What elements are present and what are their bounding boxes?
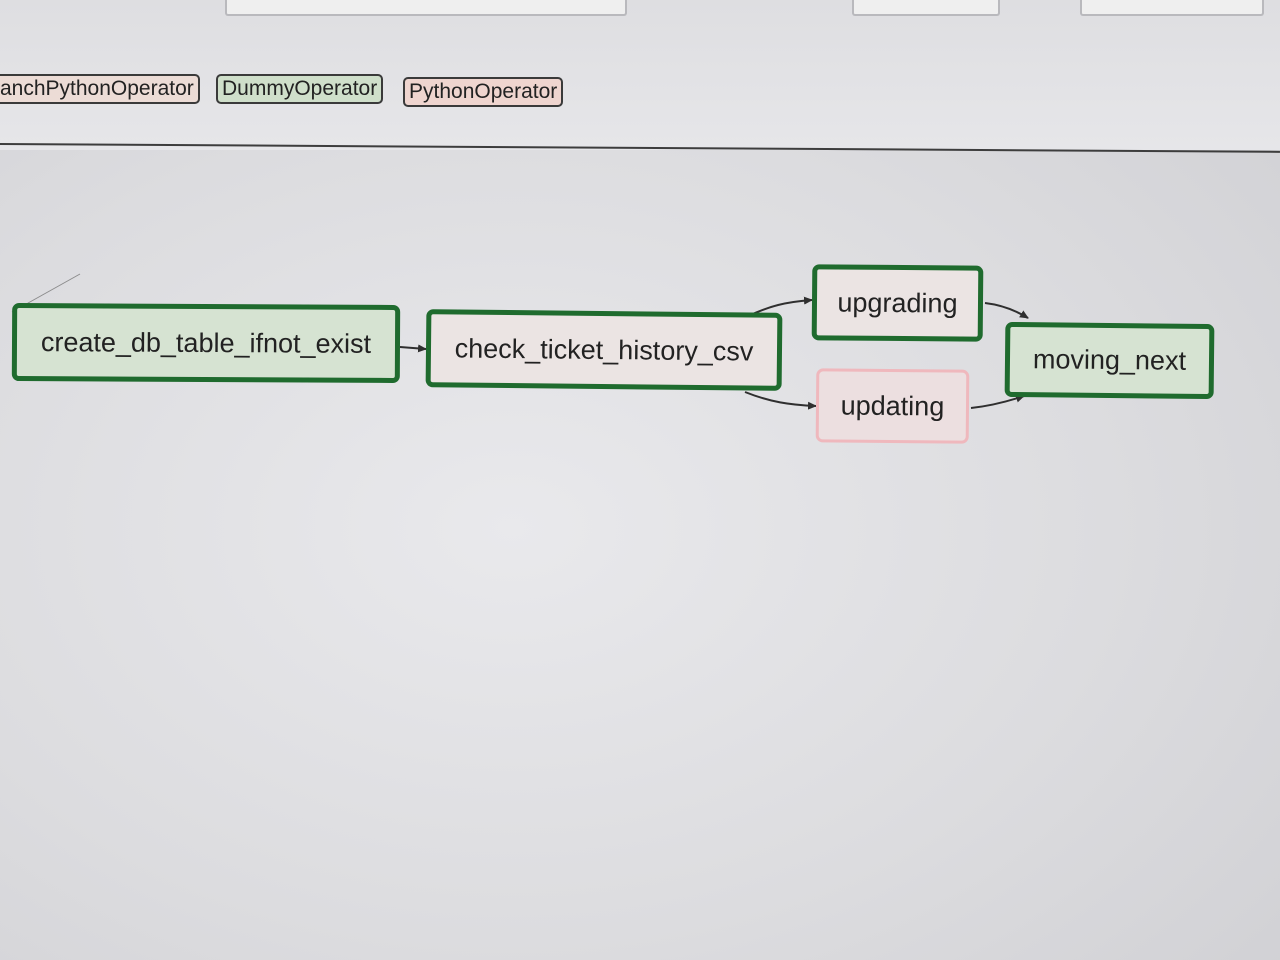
legend-area (0, 0, 1280, 150)
legend-chip-python-operator: PythonOperator (403, 77, 564, 107)
edge-create-to-check (399, 344, 427, 353)
node-updating[interactable]: updating (815, 368, 970, 444)
legend-chip-branch-python-operator: anchPythonOperator (0, 74, 200, 104)
top-button-2[interactable] (1080, 0, 1264, 16)
top-button-1[interactable] (852, 0, 1000, 16)
node-upgrading[interactable]: upgrading (811, 264, 984, 342)
node-create-db-table-ifnot-exist[interactable]: create_db_table_ifnot_exist (11, 302, 401, 384)
top-input-field[interactable] (225, 0, 627, 16)
edge-upgrading-to-moving-next (984, 302, 1029, 319)
node-moving-next[interactable]: moving_next (1004, 321, 1215, 400)
node-check-ticket-history-csv[interactable]: check_ticket_history_csv (425, 309, 783, 391)
edge-check-to-updating (744, 391, 817, 410)
edge-updating-to-moving-next (970, 394, 1025, 409)
legend-chip-dummy-operator: DummyOperator (216, 74, 384, 104)
